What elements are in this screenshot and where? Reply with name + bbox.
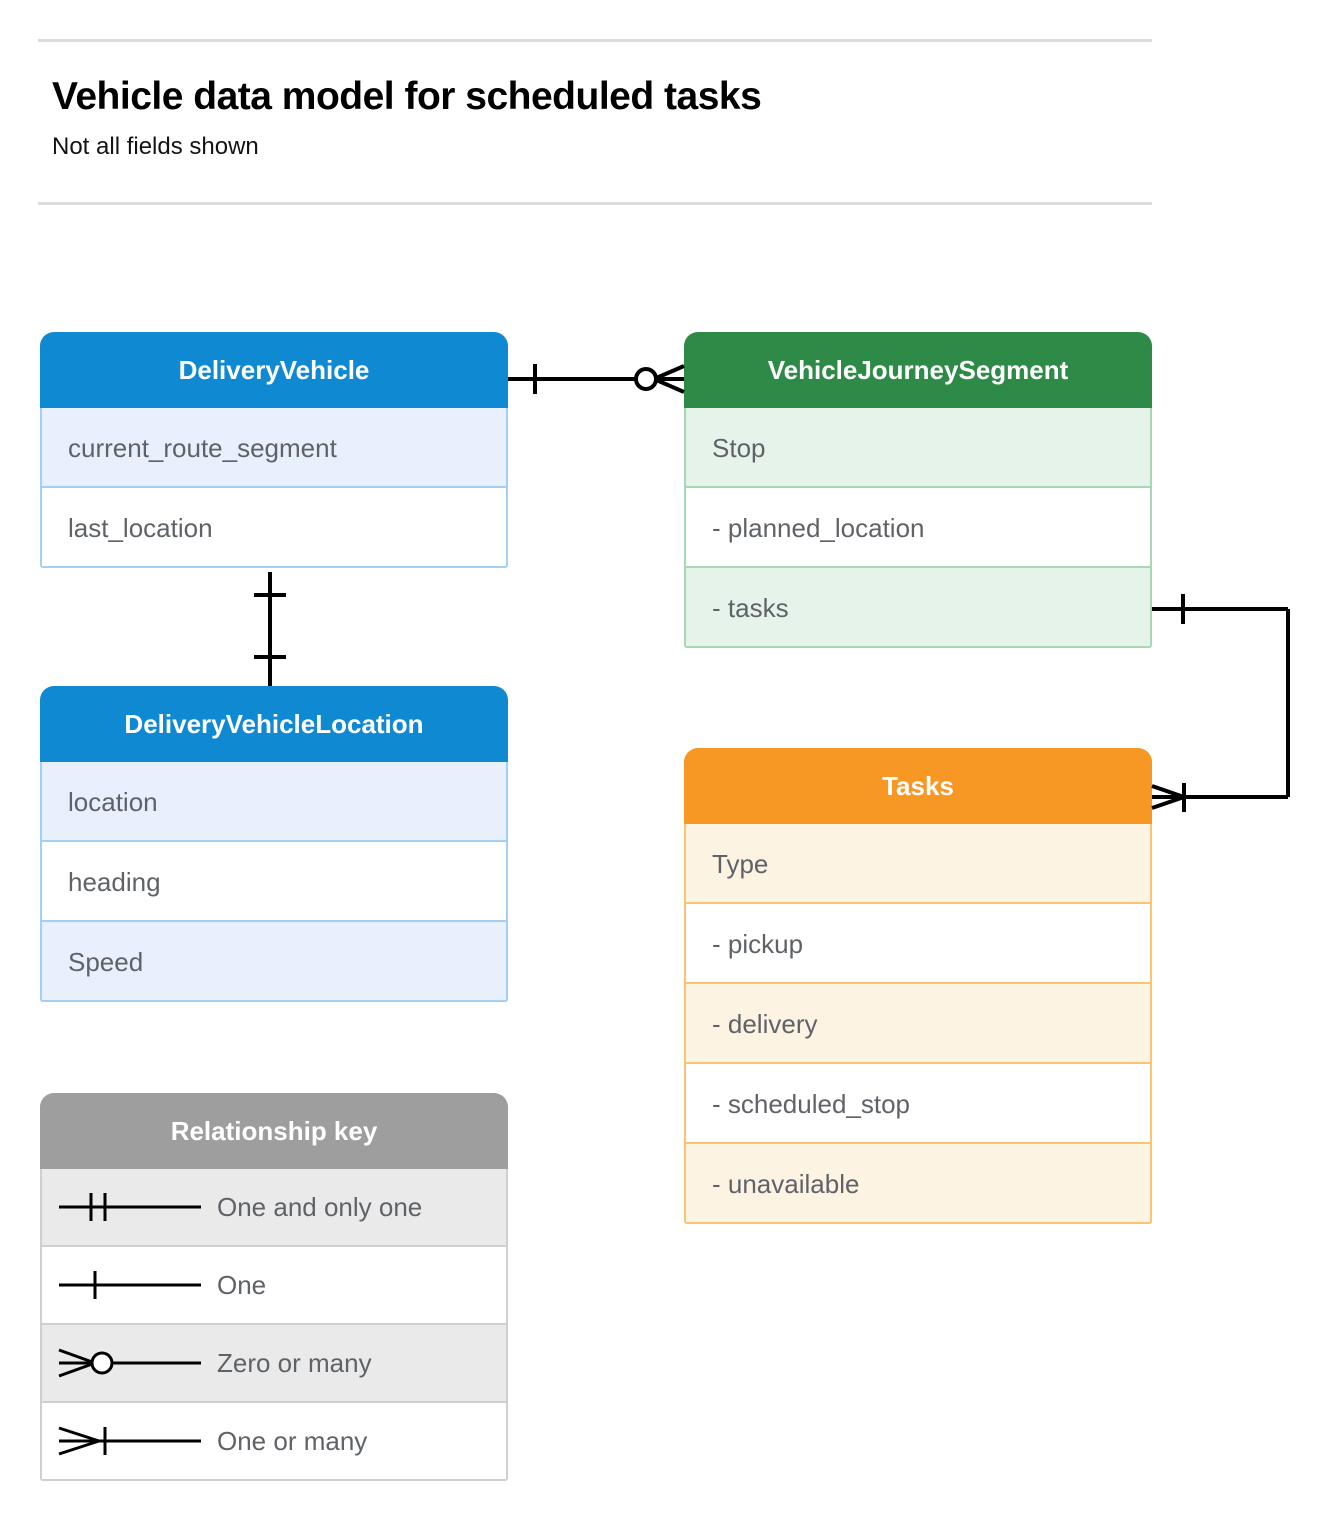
legend-item-label: Zero or many [217,1347,372,1378]
legend-item-label: One and only one [217,1191,423,1222]
field-row: Speed [40,922,508,1002]
entity-delivery-vehicle[interactable]: DeliveryVehicle current_route_segment la… [40,332,508,568]
legend-item-zero-or-many: Zero or many [40,1325,508,1403]
field-row: current_route_segment [40,408,508,488]
legend-item-one-or-many: One or many [40,1403,508,1481]
field-row: - tasks [684,568,1152,648]
field-row: heading [40,842,508,922]
field-row: - pickup [684,904,1152,984]
entity-vehicle-journey-segment-fields: Stop - planned_location - tasks [684,408,1152,648]
connector-vehicle-to-segment [508,364,685,394]
field-row: - planned_location [684,488,1152,568]
page-title: Vehicle data model for scheduled tasks [52,75,762,118]
entity-delivery-vehicle-fields: current_route_segment last_location [40,408,508,568]
entity-delivery-vehicle-location-fields: location heading Speed [40,762,508,1002]
legend-item-label: One [217,1269,267,1300]
relationship-key-legend[interactable]: Relationship key One and only one One [40,1093,508,1481]
field-row: - scheduled_stop [684,1064,1152,1144]
one-and-only-one-icon [42,1187,217,1227]
header-divider-top [38,39,1152,42]
field-row: Type [684,824,1152,904]
field-row: - unavailable [684,1144,1152,1224]
entity-delivery-vehicle-title: DeliveryVehicle [40,332,508,408]
entity-delivery-vehicle-location[interactable]: DeliveryVehicleLocation location heading… [40,686,508,1002]
entity-vehicle-journey-segment[interactable]: VehicleJourneySegment Stop - planned_loc… [684,332,1152,648]
entity-tasks-fields: Type - pickup - delivery - scheduled_sto… [684,824,1152,1224]
field-row: Stop [684,408,1152,488]
one-icon [42,1265,217,1305]
legend-item-one-and-only-one: One and only one [40,1169,508,1247]
one-or-many-icon [42,1421,217,1461]
relationship-key-title: Relationship key [40,1093,508,1169]
field-row: - delivery [684,984,1152,1064]
entity-delivery-vehicle-location-title: DeliveryVehicleLocation [40,686,508,762]
legend-item-label: One or many [217,1425,368,1456]
connector-vehicle-to-location [254,572,286,686]
field-row: location [40,762,508,842]
zero-or-many-icon [42,1343,217,1383]
legend-item-one: One [40,1247,508,1325]
entity-vehicle-journey-segment-title: VehicleJourneySegment [684,332,1152,408]
entity-tasks-title: Tasks [684,748,1152,824]
header-divider-bottom [38,202,1152,205]
connector-segment-tasks-to-tasks [1151,594,1290,812]
entity-tasks[interactable]: Tasks Type - pickup - delivery - schedul… [684,748,1152,1224]
page-subtitle: Not all fields shown [52,133,259,160]
field-row: last_location [40,488,508,568]
